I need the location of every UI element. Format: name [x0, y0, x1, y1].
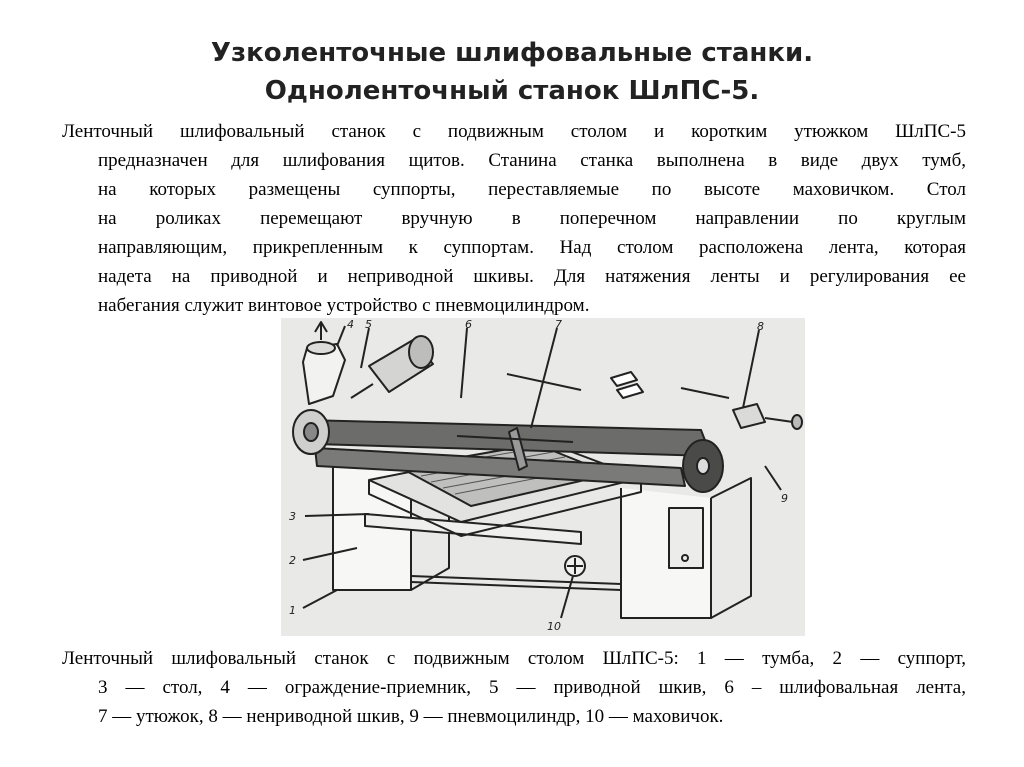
- figure-label-9: 9: [781, 492, 788, 505]
- intro-paragraph: Ленточный шлифовальный станок с подвижны…: [62, 117, 966, 320]
- caption-line: 7 — утюжок, 8 — ненриводной шкив, 9 — пн…: [98, 706, 724, 727]
- figure-label-5: 5: [365, 318, 372, 331]
- pneumatic-cylinder: [732, 403, 766, 429]
- figure-label-2: 2: [289, 554, 296, 567]
- intro-line: на роликах перемещают вручную в поперечн…: [98, 208, 966, 229]
- caption-line: 3 — стол, 4 — ограждение-приемник, 5 — п…: [98, 677, 966, 698]
- figure-label-4: 4: [347, 318, 354, 331]
- figure-label-8: 8: [757, 320, 764, 333]
- exhaust-arrow: [314, 321, 328, 340]
- intro-line: направляющим, прикрепленным к суппортам.…: [98, 237, 966, 258]
- caption-line: Ленточный шлифовальный станок с подвижны…: [62, 648, 966, 669]
- intro-line: Ленточный шлифовальный станок с подвижны…: [62, 121, 966, 142]
- machine-drawing: 4 5 6 7 8 9 3 2 1 10: [289, 318, 803, 633]
- intro-line: набегания служит винтовое устройство с п…: [98, 295, 590, 316]
- title-line-2: Одноленточный станок ШлПС-5.: [264, 76, 760, 106]
- title-line-1: Узколенточные шлифовальные станки.: [210, 38, 814, 68]
- figure-caption: Ленточный шлифовальный станок с подвижны…: [62, 644, 966, 731]
- intro-line: надета на приводной и неприводной шкивы.…: [98, 266, 966, 287]
- intro-line: предназначен для шлифования щитов. Стани…: [98, 150, 966, 171]
- figure-label-7: 7: [555, 318, 562, 331]
- figure-label-10: 10: [547, 620, 561, 633]
- machine-figure: 4 5 6 7 8 9 3 2 1 10: [281, 318, 805, 636]
- figure-label-3: 3: [289, 510, 296, 523]
- intro-line: на которых размещены суппорты, переставл…: [98, 179, 966, 200]
- figure-label-1: 1: [289, 604, 296, 617]
- slide-title: Узколенточные шлифовальные станки. Однол…: [0, 34, 1024, 110]
- support: [364, 513, 582, 545]
- figure-label-6: 6: [465, 318, 472, 331]
- figure-labels: 4 5 6 7 8 9 3 2 1 10: [289, 318, 788, 633]
